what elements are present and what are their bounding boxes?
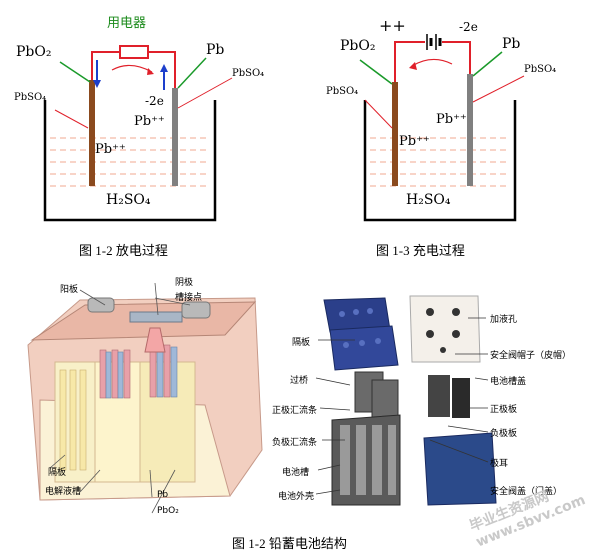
discharge-caption: 图 1-2 放电过程 bbox=[79, 243, 168, 258]
discharge-ion-left-label: Pb⁺⁺ bbox=[95, 142, 126, 157]
cutaway-terminal-label: 槽接点 bbox=[175, 293, 203, 303]
discharge-right-product-label: PbSO₄ bbox=[232, 68, 265, 79]
charge-right-product-label: PbSO₄ bbox=[524, 64, 557, 75]
discharge-left-product-label: PbSO₄ bbox=[14, 92, 47, 103]
exploded-left-label-3: 负极汇流条 bbox=[272, 438, 318, 448]
discharge-electron-label: -2e bbox=[145, 94, 164, 108]
cutaway-pbo2-label: PbO₂ bbox=[157, 506, 179, 516]
exploded-right-label-1: 安全阀帽子（皮帽） bbox=[490, 351, 572, 361]
exploded-left-label-1: 过桥 bbox=[290, 376, 309, 386]
battery-cutaway-illustration bbox=[27, 282, 263, 514]
charge-right-electrode-label: Pb bbox=[502, 36, 521, 52]
exploded-right-label-0: 加液孔 bbox=[490, 315, 518, 325]
exploded-left-label-2: 正极汇流条 bbox=[272, 406, 318, 416]
charge-caption: 图 1-3 充电过程 bbox=[376, 243, 465, 258]
discharge-current-arrow bbox=[111, 64, 153, 73]
exploded-left-label-4: 电池槽 bbox=[282, 468, 310, 478]
cutaway-electrolyte-tank-label: 电解液槽 bbox=[45, 487, 82, 497]
discharge-beaker bbox=[43, 100, 217, 222]
charge-negative-plate bbox=[467, 74, 473, 186]
charge-plus-label: ++ bbox=[379, 16, 406, 35]
exploded-left-label-0: 隔板 bbox=[292, 338, 311, 348]
discharge-down-arrow bbox=[93, 60, 101, 88]
discharge-right-electrode-label: Pb bbox=[206, 42, 225, 58]
exploded-right-label-5: 极耳 bbox=[490, 459, 509, 469]
discharge-up-arrow bbox=[160, 64, 168, 90]
cutaway-pb-label: Pb bbox=[157, 490, 169, 500]
discharge-positive-plate bbox=[89, 80, 95, 186]
discharge-negative-plate bbox=[172, 88, 178, 186]
discharge-load-label: 用电器 bbox=[107, 16, 147, 31]
discharge-left-electrode-label: PbO₂ bbox=[16, 44, 52, 60]
exploded-right-label-2: 电池槽盖 bbox=[490, 377, 527, 387]
cutaway-cathode-label: 阴极 bbox=[175, 278, 194, 288]
discharge-ion-right-label: Pb⁺⁺ bbox=[134, 114, 165, 129]
charge-electrolyte-label: H₂SO₄ bbox=[406, 192, 451, 208]
cutaway-separator-label: 隔板 bbox=[48, 468, 67, 478]
charge-left-product-label: PbSO₄ bbox=[326, 86, 359, 97]
charge-current-arrow bbox=[411, 58, 453, 67]
charge-ion-left-label: Pb⁺⁺ bbox=[399, 134, 430, 149]
exploded-right-label-4: 负极板 bbox=[490, 429, 518, 439]
discharge-wire bbox=[91, 51, 176, 88]
charge-left-electrode-label: PbO₂ bbox=[340, 38, 376, 54]
exploded-left-label-5: 电池外壳 bbox=[278, 492, 315, 502]
structure-caption: 图 1-2 铅蓄电池结构 bbox=[232, 536, 347, 551]
charge-ion-right-label: Pb⁺⁺ bbox=[436, 112, 467, 127]
charge-electron-label: -2e bbox=[459, 20, 478, 34]
exploded-right-label-3: 正极板 bbox=[490, 405, 518, 415]
cutaway-anode-label: 阳板 bbox=[60, 285, 79, 295]
battery-exploded-photo bbox=[315, 295, 497, 506]
exploded-right-label-6: 安全阀盖（门盖） bbox=[490, 487, 563, 497]
charge-positive-plate bbox=[392, 82, 398, 186]
charge-wire bbox=[394, 41, 471, 82]
discharge-electrolyte-label: H₂SO₄ bbox=[106, 192, 151, 208]
charge-battery-icon bbox=[426, 34, 442, 50]
discharge-load-resistor bbox=[119, 45, 149, 59]
